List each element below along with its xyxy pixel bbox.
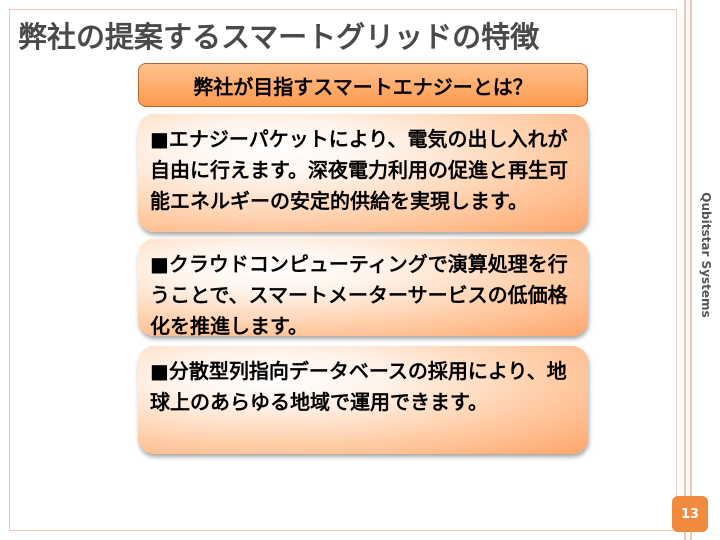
side-rule-left: [684, 0, 686, 540]
feature-card-columnar-database: ■分散型列指向データベースの採用により、地球上のあらゆる地域で運用できます。: [138, 346, 588, 454]
feature-text-columnar-database: ■分散型列指向データベースの採用により、地球上のあらゆる地域で運用できます。: [150, 359, 567, 414]
slide-frame: [9, 9, 677, 531]
feature-card-cloud-computing: ■クラウドコンピューティングで演算処理を行うことで、スマートメーターサービスの低…: [138, 239, 588, 338]
feature-card-energy-packet: ■エナジーパケットにより、電気の出し入れが自由に行えます。深夜電力利用の促進と再…: [138, 114, 588, 232]
slide-title: 弊社の提案するスマートグリッドの特徴: [18, 20, 540, 54]
feature-text-cloud-computing: ■クラウドコンピューティングで演算処理を行うことで、スマートメーターサービスの低…: [150, 252, 568, 338]
section-header: 弊社が目指すスマートエナジーとは？: [138, 63, 588, 107]
page-number-badge: 13: [672, 496, 708, 532]
side-rule-right: [690, 0, 692, 540]
feature-text-energy-packet: ■エナジーパケットにより、電気の出し入れが自由に行えます。深夜電力利用の促進と再…: [150, 127, 568, 213]
brand-label: Qubitstar Systems: [699, 192, 713, 318]
